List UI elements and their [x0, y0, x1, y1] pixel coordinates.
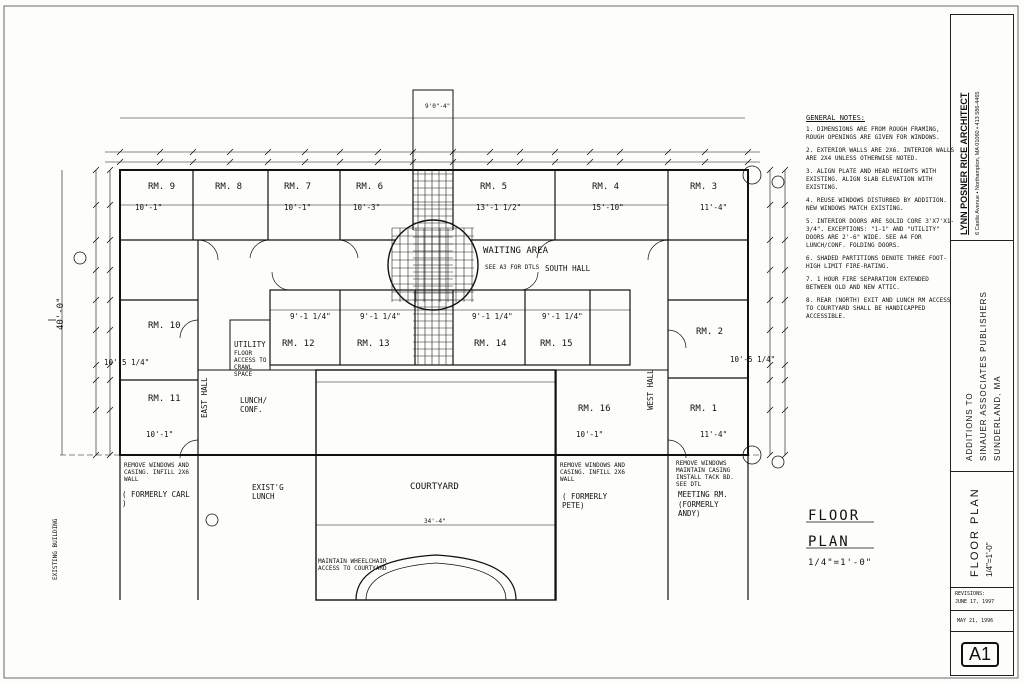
- general-note-2: 2. EXTERIOR WALLS ARE 2X6. INTERIOR WALL…: [806, 147, 955, 162]
- room-label-rm15: RM. 15: [540, 339, 573, 349]
- existing-building-label: EXISTING BUILDING: [52, 518, 59, 580]
- room-label-rm2: RM. 2: [696, 327, 724, 337]
- sheet-title-cell: FLOOR PLAN 1/4"=1'-0": [951, 472, 1013, 588]
- dimension-ticks: [92, 148, 789, 459]
- general-note-3: 3. ALIGN PLATE AND HEAD HEIGHTS WITH EXI…: [806, 168, 937, 191]
- sheet-scale: 1/4"=1'-0": [985, 542, 994, 577]
- room-label-rm11: RM. 11: [148, 394, 181, 404]
- room-label-rm9: RM. 9: [148, 182, 176, 192]
- sheet-title: FLOOR PLAN: [969, 487, 981, 577]
- general-note-5: 5. INTERIOR DOORS ARE SOLID CORE 3'X7'X1…: [806, 218, 955, 249]
- room-label-rm10: RM. 10: [148, 321, 181, 331]
- lunch-conf-label: LUNCH/ CONF.: [240, 396, 268, 414]
- sheet-number: A1: [961, 642, 1000, 667]
- room-label-rm8: RM. 8: [215, 182, 243, 192]
- room-label-rm13: RM. 13: [357, 339, 390, 349]
- floor-plan-title-line-2: PLAN: [808, 534, 850, 550]
- utility-note: FLOOR ACCESS TO CRAWL SPACE: [234, 350, 267, 378]
- remove-windows-note-1: REMOVE WINDOWS AND CASING. INFILL 2X6 WA…: [124, 462, 190, 483]
- floor-plan-title-line-1: FLOOR: [808, 508, 861, 524]
- general-notes-heading: GENERAL NOTES:: [806, 114, 866, 122]
- revisions-label: REVISIONS:: [955, 591, 986, 597]
- courtyard-width: 34'-4": [424, 518, 446, 525]
- project-line-3: SUNDERLAND, MA: [993, 375, 1002, 461]
- utility-label: UTILITY: [234, 340, 266, 349]
- room-label-rm16: RM. 16: [578, 404, 611, 414]
- room-dimension-rm16: 10'-1": [576, 430, 604, 439]
- general-note-6: 6. SHADED PARTITIONS DENOTE THREE FOOT-H…: [806, 255, 947, 270]
- general-note-1: 1. DIMENSIONS ARE FROM ROUGH FRAMING, RO…: [806, 126, 940, 141]
- waiting-area-tile-grid: [391, 170, 474, 365]
- room-dimension-rm1: 11'-4": [700, 430, 728, 439]
- formerly-pete-label: ( FORMERLY PETE): [562, 492, 608, 510]
- room-dimension-rm11: 10'-1": [146, 430, 174, 439]
- revision-date: JUNE 17, 1997: [955, 599, 995, 605]
- room-dimension-rm6: 10'-3": [353, 203, 381, 212]
- meeting-room-label: MEETING RM.: [678, 490, 728, 499]
- overall-depth-dimension: 40'-0": [56, 297, 66, 330]
- date-cell: MAY 21, 1996: [951, 611, 1013, 632]
- project-line-1: ADDITIONS TO: [965, 392, 974, 461]
- floor-plan-scale: 1/4"=1'-0": [808, 558, 873, 568]
- general-notes-list: 1. DIMENSIONS ARE FROM ROUGH FRAMING, RO…: [806, 126, 956, 321]
- drawing-date: MAY 21, 1996: [957, 618, 994, 624]
- general-notes: GENERAL NOTES: 1. DIMENSIONS ARE FROM RO…: [806, 114, 956, 326]
- remove-windows-note-2: REMOVE WINDOWS AND CASING. INFILL 2X6 WA…: [560, 462, 626, 483]
- room-label-rm1: RM. 1: [690, 404, 718, 414]
- room-dimension-rm9: 10'-1": [135, 203, 163, 212]
- room-label-rm12: RM. 12: [282, 339, 315, 349]
- sheet-number-cell: A1: [951, 632, 1013, 674]
- room-dimension-rm4: 15'-10": [592, 203, 624, 212]
- general-note-7: 7. 1 HOUR FIRE SEPARATION EXTENDED BETWE…: [806, 276, 929, 291]
- waiting-area-label: WAITING AREA: [483, 246, 549, 256]
- architect-name: LYNN POSNER RICE ARCHITECT: [959, 92, 969, 235]
- project-cell: ADDITIONS TO SINAUER ASSOCIATES PUBLISHE…: [951, 241, 1013, 472]
- architect-cell: LYNN POSNER RICE ARCHITECT 6 Castle Aven…: [951, 15, 1013, 241]
- room-label-rm4: RM. 4: [592, 182, 620, 192]
- waiting-area-ref: SEE A3 FOR DTLS: [485, 264, 540, 271]
- general-note-4: 4. REUSE WINDOWS DISTURBED BY ADDITION. …: [806, 197, 947, 212]
- room-dimension-rm13: 9'-1 1/4": [360, 312, 401, 321]
- title-block: LYNN POSNER RICE ARCHITECT 6 Castle Aven…: [950, 14, 1014, 676]
- formerly-carl-label: ( FORMERLY CARL ): [122, 490, 190, 508]
- room-dimension-rm14: 9'-1 1/4": [472, 312, 513, 321]
- room-dimension-rm2: 10'-5 1/4": [730, 355, 776, 364]
- formerly-andy-label: (FORMERLY ANDY): [678, 500, 719, 518]
- room-label-rm14: RM. 14: [474, 339, 507, 349]
- exist-lunch-label: EXIST'G LUNCH: [252, 483, 284, 501]
- south-hall-label: SOUTH HALL: [545, 264, 591, 273]
- tower-dimension: 9'0"-4": [425, 103, 451, 110]
- room-dimension-rm12: 9'-1 1/4": [290, 312, 331, 321]
- west-hall-label: WEST HALL: [646, 369, 655, 410]
- room-dimension-rm7: 10'-1": [284, 203, 312, 212]
- sheet-border: [3, 5, 1019, 679]
- room-dimension-rm5: 13'-1 1/2": [476, 203, 522, 212]
- project-line-2: SINAUER ASSOCIATES PUBLISHERS: [979, 291, 988, 461]
- east-hall-label: EAST HALL: [200, 377, 209, 418]
- room-label-rm5: RM. 5: [480, 182, 508, 192]
- room-dimension-rm15: 9'-1 1/4": [542, 312, 583, 321]
- room-label-rm6: RM. 6: [356, 182, 384, 192]
- remove-windows-note-3: REMOVE WINDOWS MAINTAIN CASING INSTALL T…: [676, 460, 734, 488]
- courtyard-label: COURTYARD: [410, 482, 459, 492]
- room-dimension-rm3: 11'-4": [700, 203, 728, 212]
- room-label-rm3: RM. 3: [690, 182, 718, 192]
- general-note-8: 8. REAR (NORTH) EXIT AND LUNCH RM ACCESS…: [806, 297, 951, 320]
- room-dimension-rm10: 10'-5 1/4": [104, 358, 150, 367]
- revisions-cell: REVISIONS: JUNE 17, 1997: [951, 588, 1013, 611]
- architect-address: 6 Castle Avenue • Northampton, MA 01060 …: [975, 91, 981, 236]
- room-label-rm7: RM. 7: [284, 182, 312, 192]
- wheelchair-access-note: MAINTAIN WHEELCHAIR ACCESS TO COURTYARD: [318, 558, 387, 572]
